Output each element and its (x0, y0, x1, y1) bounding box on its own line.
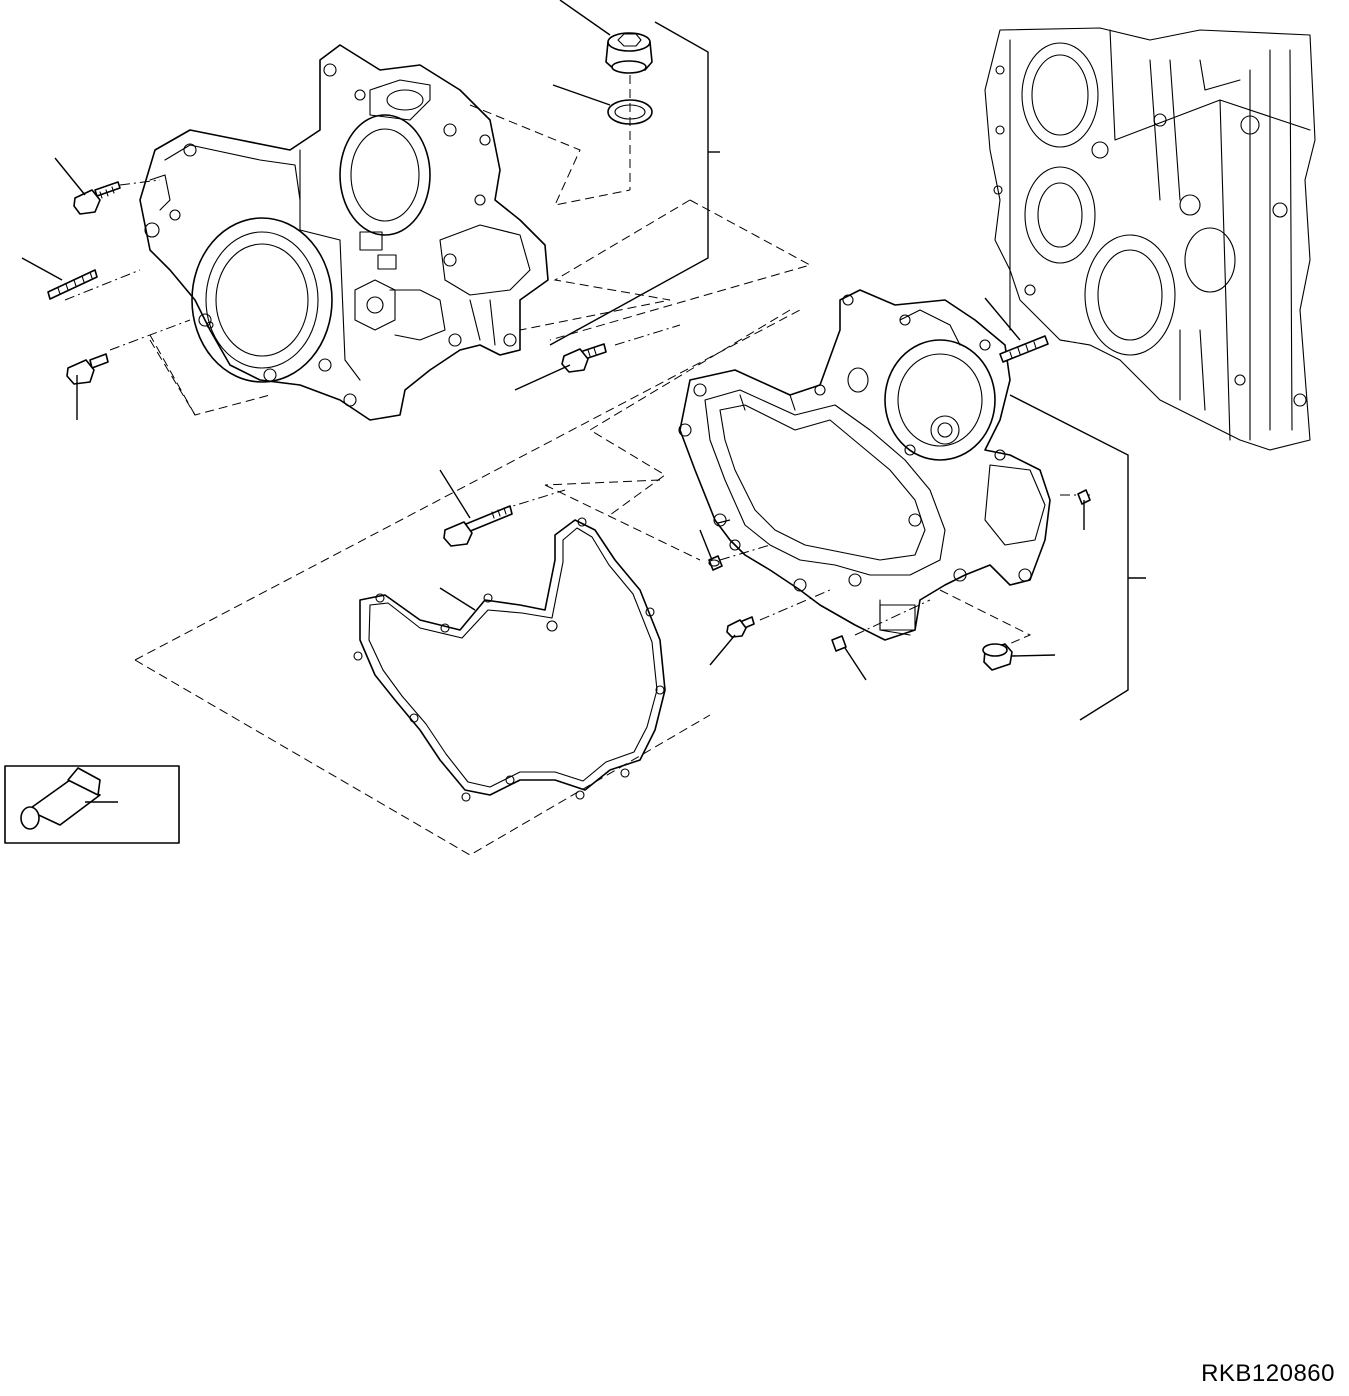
gear-case (678, 289, 1051, 641)
plug (982, 643, 1013, 671)
bolt-lower-left (66, 353, 109, 385)
sealant-box (4, 765, 180, 844)
gasket (353, 517, 666, 802)
assembly-lines (64, 75, 1091, 856)
dowel-pin-3 (831, 635, 847, 652)
bolt-center (561, 343, 607, 373)
leader-lines (21, 0, 1146, 721)
drawing-code: RKB120860 (1201, 1360, 1335, 1387)
front-cover (139, 44, 549, 421)
long-bolt (443, 505, 513, 547)
stud-right (999, 335, 1049, 363)
small-bolt (726, 616, 755, 638)
o-ring (607, 99, 653, 125)
engine-block (984, 27, 1316, 451)
dowel-pin-2 (1077, 489, 1091, 505)
bolt-upper-left (73, 181, 121, 215)
stud-left (47, 269, 98, 300)
filler-cap (605, 32, 653, 74)
